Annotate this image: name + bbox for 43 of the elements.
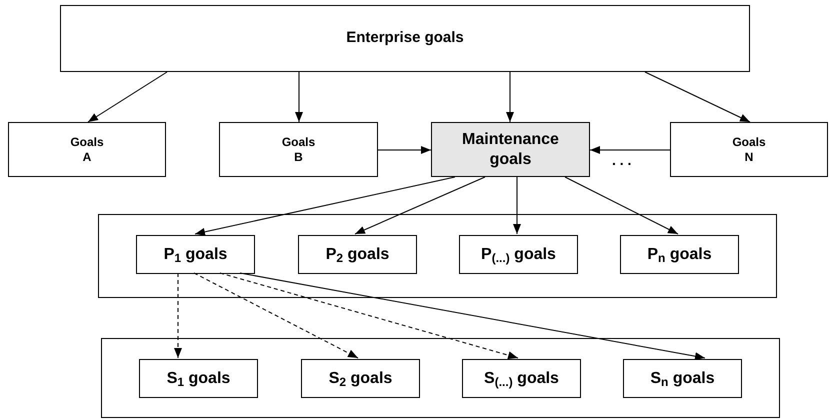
- goal-label: Enterprise goals: [346, 29, 464, 48]
- goal-box: [670, 122, 828, 177]
- goal-box: [8, 122, 166, 177]
- goal-box: [139, 359, 258, 398]
- arrow: [378, 146, 432, 154]
- goal-label: P$_{1}$ goals: [164, 244, 228, 264]
- goal-label: P$_{2}$ goals: [326, 244, 390, 264]
- goal-box: [219, 122, 378, 177]
- goal-box: [623, 359, 742, 398]
- goal-box: [301, 359, 420, 398]
- arrow: [590, 146, 670, 154]
- goal-box: [136, 235, 255, 274]
- arrow: [506, 72, 514, 122]
- goal-label: S$_{1}$ goals: [166, 368, 230, 388]
- arrow: [295, 72, 303, 122]
- goal-label: S$_{n}$ goals: [650, 368, 715, 388]
- ellipsis-label: . . .: [612, 151, 632, 170]
- goal-box: [462, 359, 581, 398]
- arrow: [174, 272, 182, 358]
- arrow: [220, 272, 518, 360]
- group-box: [98, 214, 777, 298]
- goal-label: Maintenance goals: [461, 130, 560, 170]
- goal-box: [459, 235, 578, 274]
- goal-box: [298, 235, 417, 274]
- arrow: [194, 272, 358, 358]
- arrow: [88, 72, 168, 122]
- arrow: [354, 176, 486, 234]
- arrow: [644, 72, 750, 122]
- goal-label: S$_{(...)}$ goals: [484, 368, 559, 388]
- goal-label: Goals N: [731, 134, 767, 164]
- arrow: [564, 176, 678, 234]
- goal-label: P$_{n}$ goals: [647, 244, 712, 264]
- goal-label: S$_{2}$ goals: [328, 368, 392, 388]
- goal-label: P$_{(...)}$ goals: [481, 244, 556, 264]
- goal-box: [431, 122, 590, 177]
- arrow: [240, 272, 706, 360]
- goal-box: [620, 235, 739, 274]
- goal-box: [60, 5, 750, 72]
- arrow: [513, 176, 521, 234]
- arrow: [194, 176, 456, 236]
- group-box: [101, 338, 780, 418]
- goal-label: Goals B: [280, 134, 316, 164]
- goal-label: Goals A: [69, 134, 105, 164]
